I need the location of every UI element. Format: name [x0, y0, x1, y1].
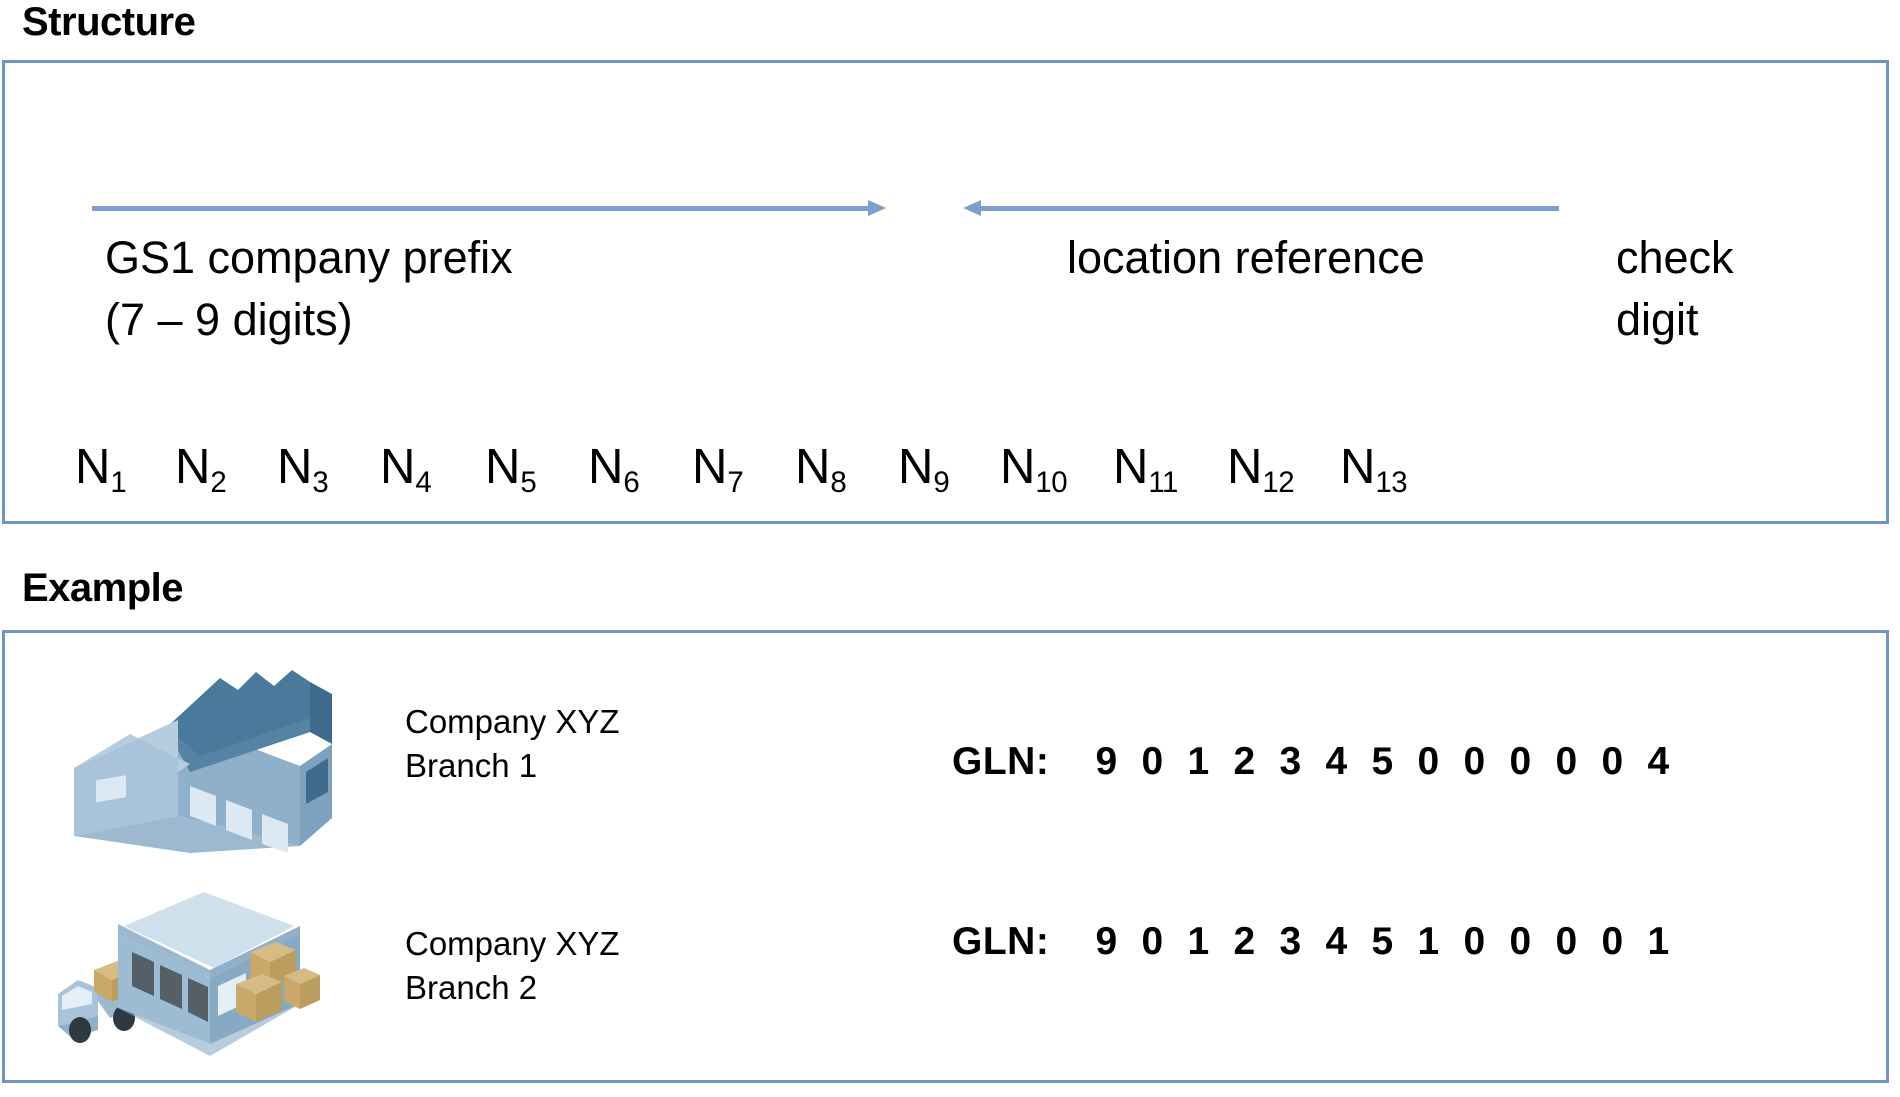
gln-digit: 1: [1417, 920, 1440, 963]
digit-position-base: N: [75, 440, 111, 494]
digit-position-N12: N12: [1227, 440, 1295, 498]
digit-position-base: N: [1113, 440, 1149, 494]
digit-position-index: 9: [933, 465, 950, 499]
gln-digit: 4: [1647, 740, 1670, 783]
digit-position-base: N: [277, 440, 313, 494]
gln-digit: 0: [1141, 740, 1164, 783]
factory-icon: [70, 668, 360, 853]
digit-position-index: 3: [312, 465, 329, 499]
digit-position-N8: N8: [795, 440, 847, 498]
digit-position-N4: N4: [380, 440, 432, 498]
gln-digit: 0: [1509, 920, 1532, 963]
example-section-title: Example: [22, 566, 184, 610]
gln-digit: 2: [1233, 740, 1256, 783]
digit-position-index: 5: [520, 465, 537, 499]
digit-position-N10: N10: [1000, 440, 1068, 498]
gln-digit: 0: [1417, 740, 1440, 783]
structure-panel: GS1 company prefix (7 – 9 digits) locati…: [2, 60, 1889, 524]
gln-digit: 9: [1095, 740, 1118, 783]
digit-position-base: N: [1227, 440, 1263, 494]
digit-position-index: 1: [110, 465, 127, 499]
gln-digit: 4: [1325, 920, 1348, 963]
digit-position-index: 7: [727, 465, 744, 499]
digit-position-base: N: [795, 440, 831, 494]
digit-position-N11: N11: [1113, 440, 1178, 498]
digit-position-index: 8: [830, 465, 847, 499]
gln-digit: 0: [1555, 740, 1578, 783]
digit-position-base: N: [588, 440, 624, 494]
digit-position-index: 11: [1148, 465, 1178, 499]
gln-digit: 4: [1325, 740, 1348, 783]
digit-position-index: 12: [1262, 465, 1295, 499]
digit-position-base: N: [1000, 440, 1036, 494]
gln-digit: 5: [1371, 920, 1394, 963]
gln-digit: 1: [1647, 920, 1670, 963]
digit-position-base: N: [898, 440, 934, 494]
digit-position-base: N: [1340, 440, 1376, 494]
digit-position-base: N: [175, 440, 211, 494]
gln-label-2: GLN:: [952, 920, 1050, 963]
gln-digit: 0: [1601, 920, 1624, 963]
gln-digit: 3: [1279, 920, 1302, 963]
gln-digit: 0: [1141, 920, 1164, 963]
gs1-company-prefix-label: GS1 company prefix (7 – 9 digits): [105, 232, 513, 346]
check-digit-label: check digit: [1616, 232, 1734, 346]
digit-position-base: N: [485, 440, 521, 494]
digit-position-index: 13: [1375, 465, 1408, 499]
gln-digit: 5: [1371, 740, 1394, 783]
gln-digit: 3: [1279, 740, 1302, 783]
digit-position-N9: N9: [898, 440, 950, 498]
structure-section-title: Structure: [22, 0, 196, 44]
arrow-head-right-icon: [868, 200, 886, 216]
gln-digit: 0: [1463, 920, 1486, 963]
location-reference-label: location reference: [1067, 232, 1425, 283]
digit-position-index: 10: [1035, 465, 1068, 499]
example-company-label-1: Company XYZ Branch 1: [405, 703, 620, 784]
digit-position-index: 4: [415, 465, 432, 499]
arrow-head-left-icon: [963, 200, 981, 216]
digit-position-N13: N13: [1340, 440, 1408, 498]
digit-position-N3: N3: [277, 440, 329, 498]
digit-position-base: N: [380, 440, 416, 494]
gln-digit: 0: [1601, 740, 1624, 783]
gln-digit: 1: [1187, 920, 1210, 963]
gln-digit: 1: [1187, 740, 1210, 783]
warehouse-truck-icon: [32, 884, 362, 1064]
digit-position-index: 2: [210, 465, 227, 499]
digit-position-N1: N1: [75, 440, 127, 498]
digit-position-base: N: [692, 440, 728, 494]
gln-label-1: GLN:: [952, 740, 1050, 783]
digit-position-N5: N5: [485, 440, 537, 498]
gln-digit: 0: [1555, 920, 1578, 963]
digit-position-N7: N7: [692, 440, 744, 498]
example-company-label-2: Company XYZ Branch 2: [405, 925, 620, 1006]
gln-digit: 0: [1463, 740, 1486, 783]
gln-digit: 2: [1233, 920, 1256, 963]
digit-position-N2: N2: [175, 440, 227, 498]
gln-digit: 9: [1095, 920, 1118, 963]
arrow-line: [92, 206, 868, 211]
gln-digit: 0: [1509, 740, 1532, 783]
arrow-line: [981, 206, 1559, 211]
digit-position-N6: N6: [588, 440, 640, 498]
digit-position-index: 6: [623, 465, 640, 499]
